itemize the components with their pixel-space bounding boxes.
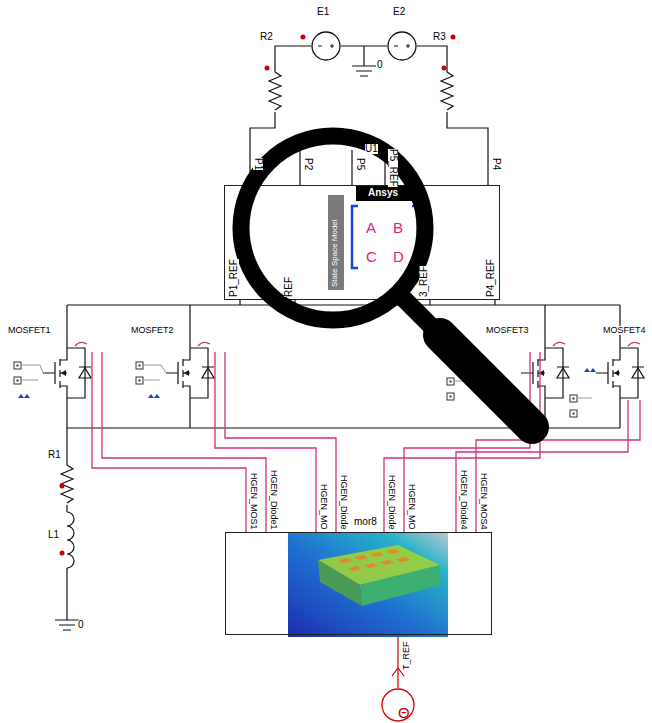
node-label: Θ (398, 705, 410, 720)
pin-name: HGEN_MOS4 (479, 473, 488, 530)
thermal-model-block: mor8 (225, 532, 492, 635)
pin-name: T_REF (402, 641, 411, 670)
part-name: MOSFET1 (8, 326, 51, 335)
pin-name: HGEN_MOS1 (249, 473, 258, 530)
pin-name: P4_REF (486, 259, 496, 297)
pin-name: 3_REF (419, 266, 429, 297)
matrix-letter: A (366, 220, 376, 235)
part-name: R2 (260, 32, 273, 42)
node-label: U1 (365, 144, 378, 154)
pin-name: HGEN_Diode4 (459, 470, 468, 530)
pin-name: P1 (253, 158, 263, 170)
block-title: State Space Model (331, 219, 339, 287)
matrix-letter: B (393, 220, 403, 235)
pin-name: P2 (303, 158, 313, 170)
voltage-source: E2 (387, 31, 417, 61)
node-label: E2 (393, 7, 405, 17)
temperature-source: Θ (381, 688, 415, 722)
voltage-source: E1 (311, 31, 341, 61)
node-number: 0 (78, 620, 84, 630)
node-number: 0 (377, 60, 383, 70)
pin-name: P5 (355, 158, 365, 170)
part-name: MOSFET4 (603, 326, 646, 335)
part-name: R3 (433, 32, 446, 42)
part-name: MOSFET3 (486, 326, 529, 335)
pin-name: HGEN_Diode (387, 475, 396, 530)
pin-name: HGEN_Diode1 (269, 470, 278, 530)
part-name: L1 (48, 530, 59, 540)
matrix-letter: C (366, 249, 377, 264)
wire (417, 46, 488, 185)
pin-name: P5_REF (388, 149, 398, 187)
pin-name: HGEN_MO (319, 484, 328, 530)
wire (397, 635, 398, 688)
part-name: MOSFET2 (131, 326, 174, 335)
pin-name: P4 (491, 158, 501, 170)
circle-outline (311, 31, 341, 61)
pin-name: P1_REF (229, 259, 239, 297)
pin-name: REF (284, 277, 294, 297)
part-name: R1 (48, 450, 61, 460)
node-label: mor8 (354, 517, 377, 527)
pin-name: HGEN_MO (407, 484, 416, 530)
pin-name: HGEN_Diode (339, 475, 348, 530)
circle-outline (387, 31, 417, 61)
node-label: E1 (317, 7, 329, 17)
matrix-letter: D (393, 249, 404, 264)
wire (250, 46, 311, 185)
logo-text: Ansys (368, 188, 398, 198)
